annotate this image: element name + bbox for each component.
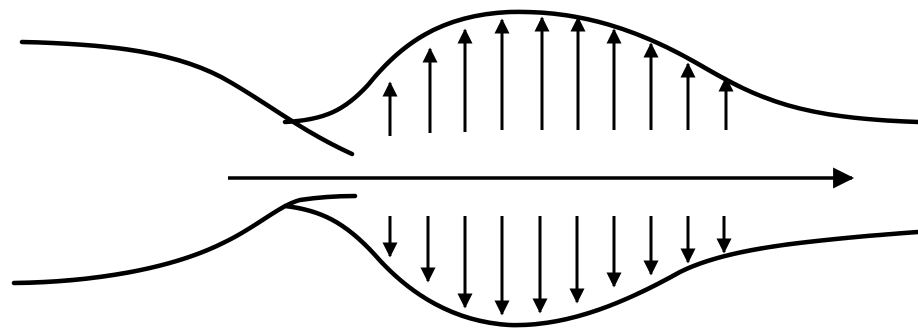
outward-pressure-arrows-top	[390, 18, 726, 136]
outward-pressure-arrows-bottom	[390, 216, 724, 314]
upper-bulge-wall	[285, 12, 918, 122]
lower-bulge-wall	[285, 206, 918, 325]
upper-inlet-wall	[22, 42, 352, 154]
